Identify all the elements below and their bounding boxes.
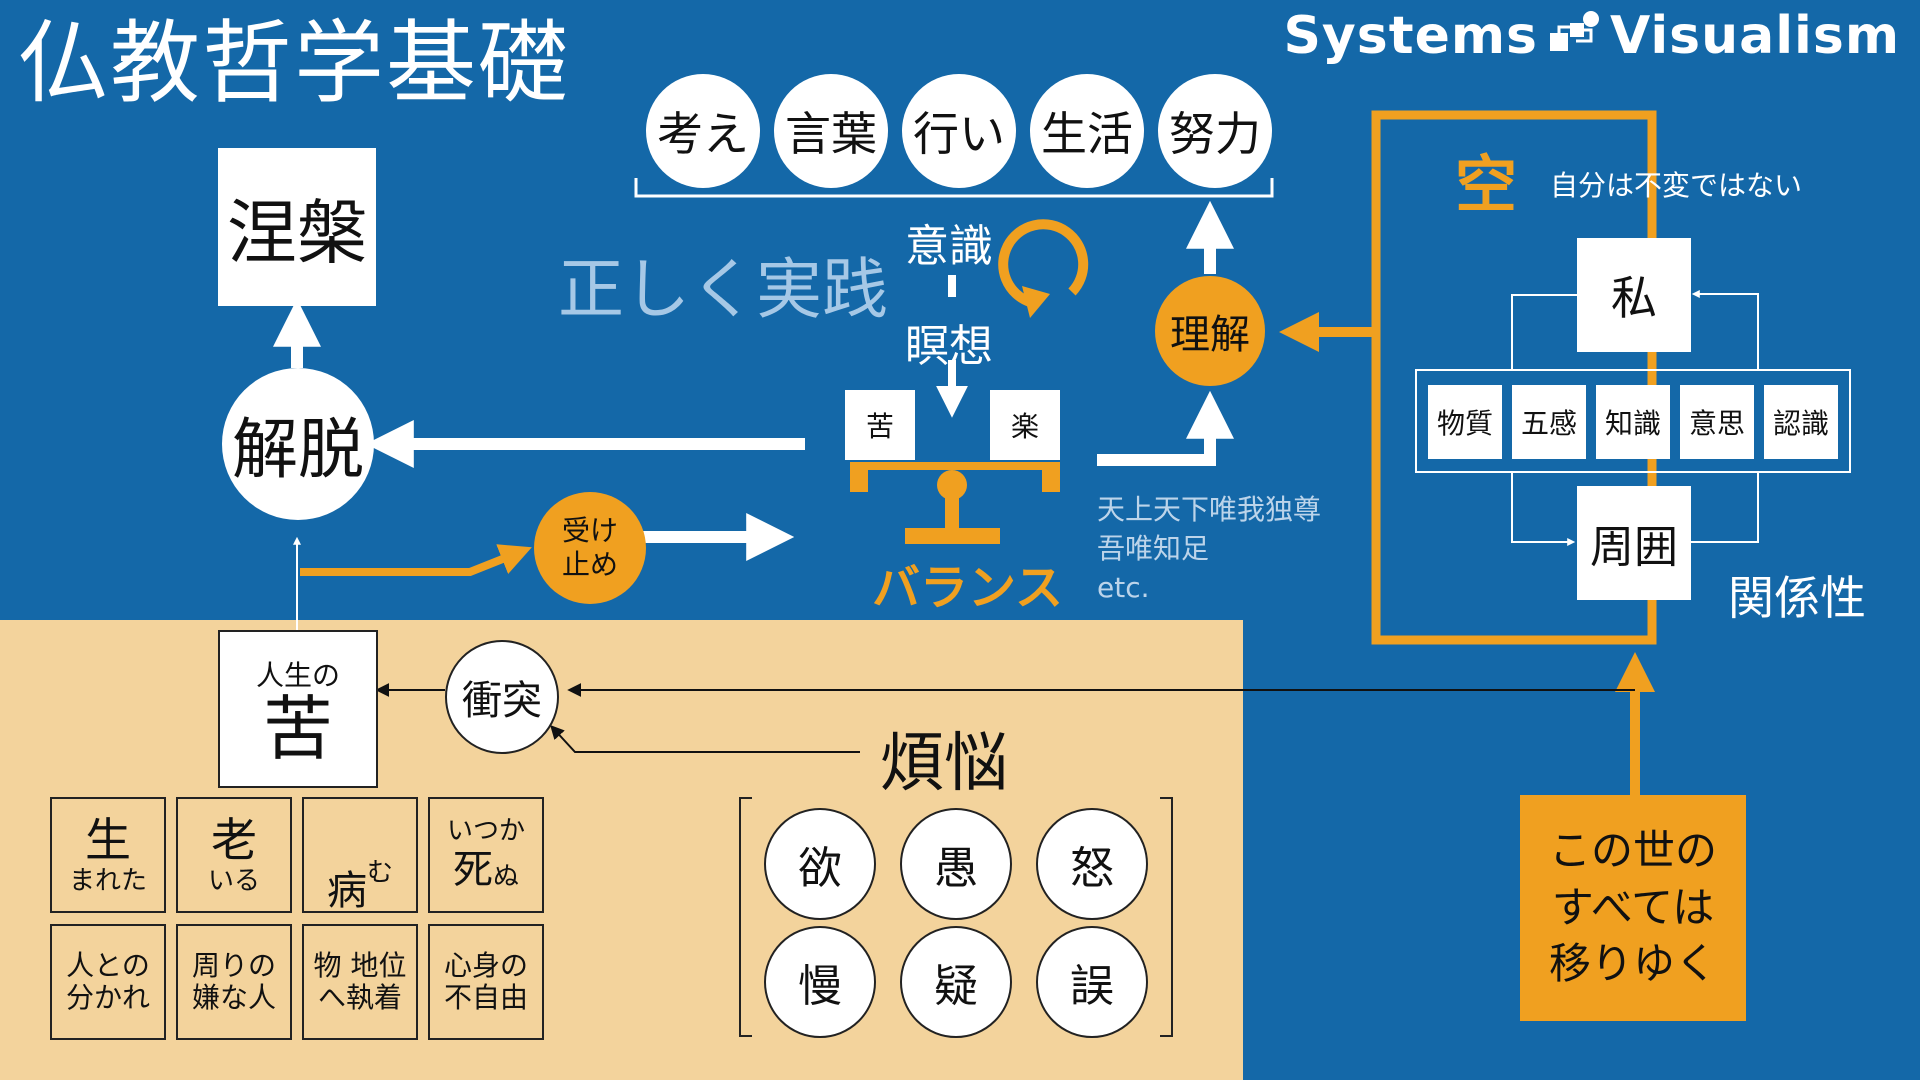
- liberation-circle: 解脱: [222, 368, 374, 520]
- awareness-label: 意識: [905, 221, 993, 272]
- surroundings-box: 周囲: [1577, 486, 1691, 600]
- surroundings-left-line: [1511, 471, 1576, 546]
- suffering-death-big: 死: [452, 846, 493, 893]
- suffering-box: 苦: [845, 390, 915, 460]
- suffering-sickness: 病 む: [302, 797, 418, 913]
- passion-doubt: 疑: [900, 926, 1012, 1038]
- understanding-circle: 理解: [1155, 276, 1265, 386]
- suffering-birth-big: 生: [85, 812, 131, 867]
- passion-ignorance: 愚: [900, 808, 1012, 920]
- sayings: 天上天下唯我独尊 吾唯知足 etc.: [1097, 490, 1321, 608]
- suffering-separation-line1: 人との: [66, 948, 150, 982]
- emptiness-subtitle: 自分は不変ではない: [1550, 169, 1803, 202]
- emptiness-frame: [1371, 110, 1657, 645]
- cycle-arrow-head: [1022, 286, 1050, 318]
- passion-error: 誤: [1036, 926, 1148, 1038]
- suffering-unpleasant-line2: 嫌な人: [191, 981, 276, 1014]
- suffering-birth-small: まれた: [68, 865, 147, 896]
- suffering-sickness-small: む: [366, 858, 393, 889]
- suffering-constraint-line1: 心身の: [443, 948, 528, 982]
- suffering-birth: 生 まれた: [50, 797, 166, 913]
- suffering-aging: 老 いる: [176, 797, 292, 913]
- brand-left: Systems: [1283, 6, 1538, 66]
- element-senses: 五感: [1512, 385, 1586, 459]
- self-right-line: [1691, 290, 1759, 370]
- suffering-death-row: 死 ぬ: [453, 847, 519, 893]
- passions-to-conflict: [550, 724, 860, 753]
- suffering-death: いつか 死 ぬ: [428, 797, 544, 913]
- suffering-constraint-line2: 不自由: [443, 981, 528, 1014]
- element-matter: 物質: [1428, 385, 1502, 459]
- life-suffering-box: 人生の 苦: [218, 630, 378, 788]
- practice-bracket: [634, 178, 1274, 198]
- network-icon: [1546, 7, 1602, 59]
- practice-circle-thought: 考え: [646, 74, 760, 188]
- balance-label: バランス: [872, 560, 1064, 616]
- arrow-to-acceptance: [300, 544, 532, 576]
- brand-right: Visualism: [1610, 6, 1900, 66]
- saying-2: 吾唯知足: [1097, 532, 1210, 566]
- meditation-label: 瞑想: [905, 321, 993, 372]
- passion-greed: 欲: [764, 808, 876, 920]
- emptiness-title: 空: [1455, 148, 1518, 221]
- awareness-dash: [948, 275, 956, 297]
- conflict-circle: 衝突: [445, 640, 559, 754]
- self-left-line: [1511, 294, 1577, 370]
- suffering-aging-big: 老: [211, 812, 257, 867]
- pleasure-box: 楽: [990, 390, 1060, 460]
- element-will: 意思: [1680, 385, 1754, 459]
- self-box: 私: [1577, 238, 1691, 352]
- practice-circle-livelihood: 生活: [1030, 74, 1144, 188]
- passions-label: 煩悩: [880, 727, 1008, 801]
- passions-bracket-right: [1160, 797, 1173, 1037]
- saying-1: 天上天下唯我独尊: [1097, 493, 1322, 526]
- suffering-separation-line2: 分かれ: [65, 981, 150, 1014]
- surroundings-right-line: [1680, 471, 1759, 543]
- acceptance-circle: 受け 止め: [534, 492, 646, 604]
- passion-pride: 慢: [764, 926, 876, 1038]
- passion-anger: 怒: [1036, 808, 1148, 920]
- arrow-to-understanding: [1097, 390, 1234, 466]
- impermanence-box: この世の すべては 移りゆく: [1520, 795, 1746, 1021]
- suffering-sickness-big: 病: [326, 868, 367, 914]
- practice-heading: 正しく実践: [558, 251, 888, 328]
- element-recognition: 認識: [1764, 385, 1838, 459]
- element-knowledge: 知識: [1596, 385, 1670, 459]
- suffering-attachment-line2: へ執着: [317, 981, 402, 1014]
- suffering-death-top: いつか: [446, 816, 525, 847]
- life-suffering-big: 苦: [263, 688, 333, 770]
- suffering-constraint: 心身の 不自由: [428, 924, 544, 1040]
- suffering-attachment: 物 地位 へ執着: [302, 924, 418, 1040]
- suffering-death-small: ぬ: [492, 862, 519, 893]
- practice-circle-action: 行い: [902, 74, 1016, 188]
- suffering-unpleasant-people: 周りの 嫌な人: [176, 924, 292, 1040]
- passions-bracket-left: [739, 797, 752, 1037]
- practice-circle-speech: 言葉: [774, 74, 888, 188]
- suffering-separation: 人との 分かれ: [50, 924, 166, 1040]
- practice-circle-effort: 努力: [1158, 74, 1272, 188]
- suffering-aging-small: いる: [207, 865, 260, 896]
- elements-frame: [1415, 369, 1851, 473]
- suffering-attachment-line1: 物 地位: [313, 948, 407, 982]
- page-title: 仏教哲学基礎: [18, 11, 570, 116]
- brand-logo: Systems Visualism: [1283, 6, 1900, 66]
- saying-3: etc.: [1097, 571, 1150, 605]
- cycle-arrow: [998, 219, 1089, 307]
- nirvana-box: 涅槃: [218, 148, 376, 306]
- suffering-unpleasant-line1: 周りの: [191, 948, 276, 982]
- life-suffering-small: 人生の: [255, 659, 340, 692]
- relation-label: 関係性: [1728, 571, 1866, 625]
- balance-scale: [850, 462, 1060, 544]
